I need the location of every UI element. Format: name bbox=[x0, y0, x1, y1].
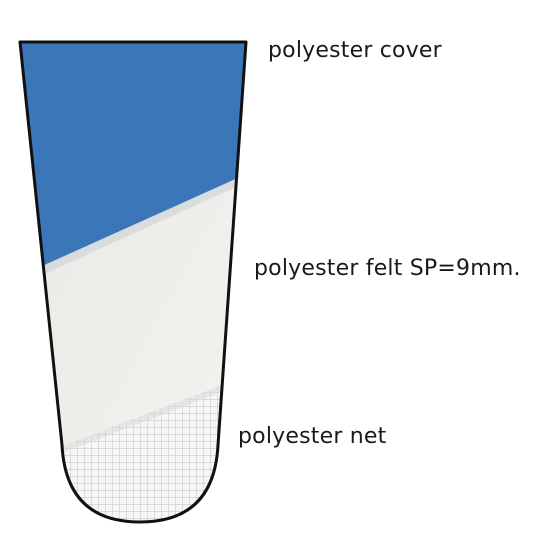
cover-layer bbox=[20, 42, 246, 285]
felt-label: polyester felt SP=9mm. bbox=[254, 256, 521, 281]
cover-label: polyester cover bbox=[268, 38, 442, 63]
net-label: polyester net bbox=[238, 424, 387, 449]
diagram-outline bbox=[18, 40, 248, 524]
cover-edge-shadow bbox=[20, 150, 246, 294]
